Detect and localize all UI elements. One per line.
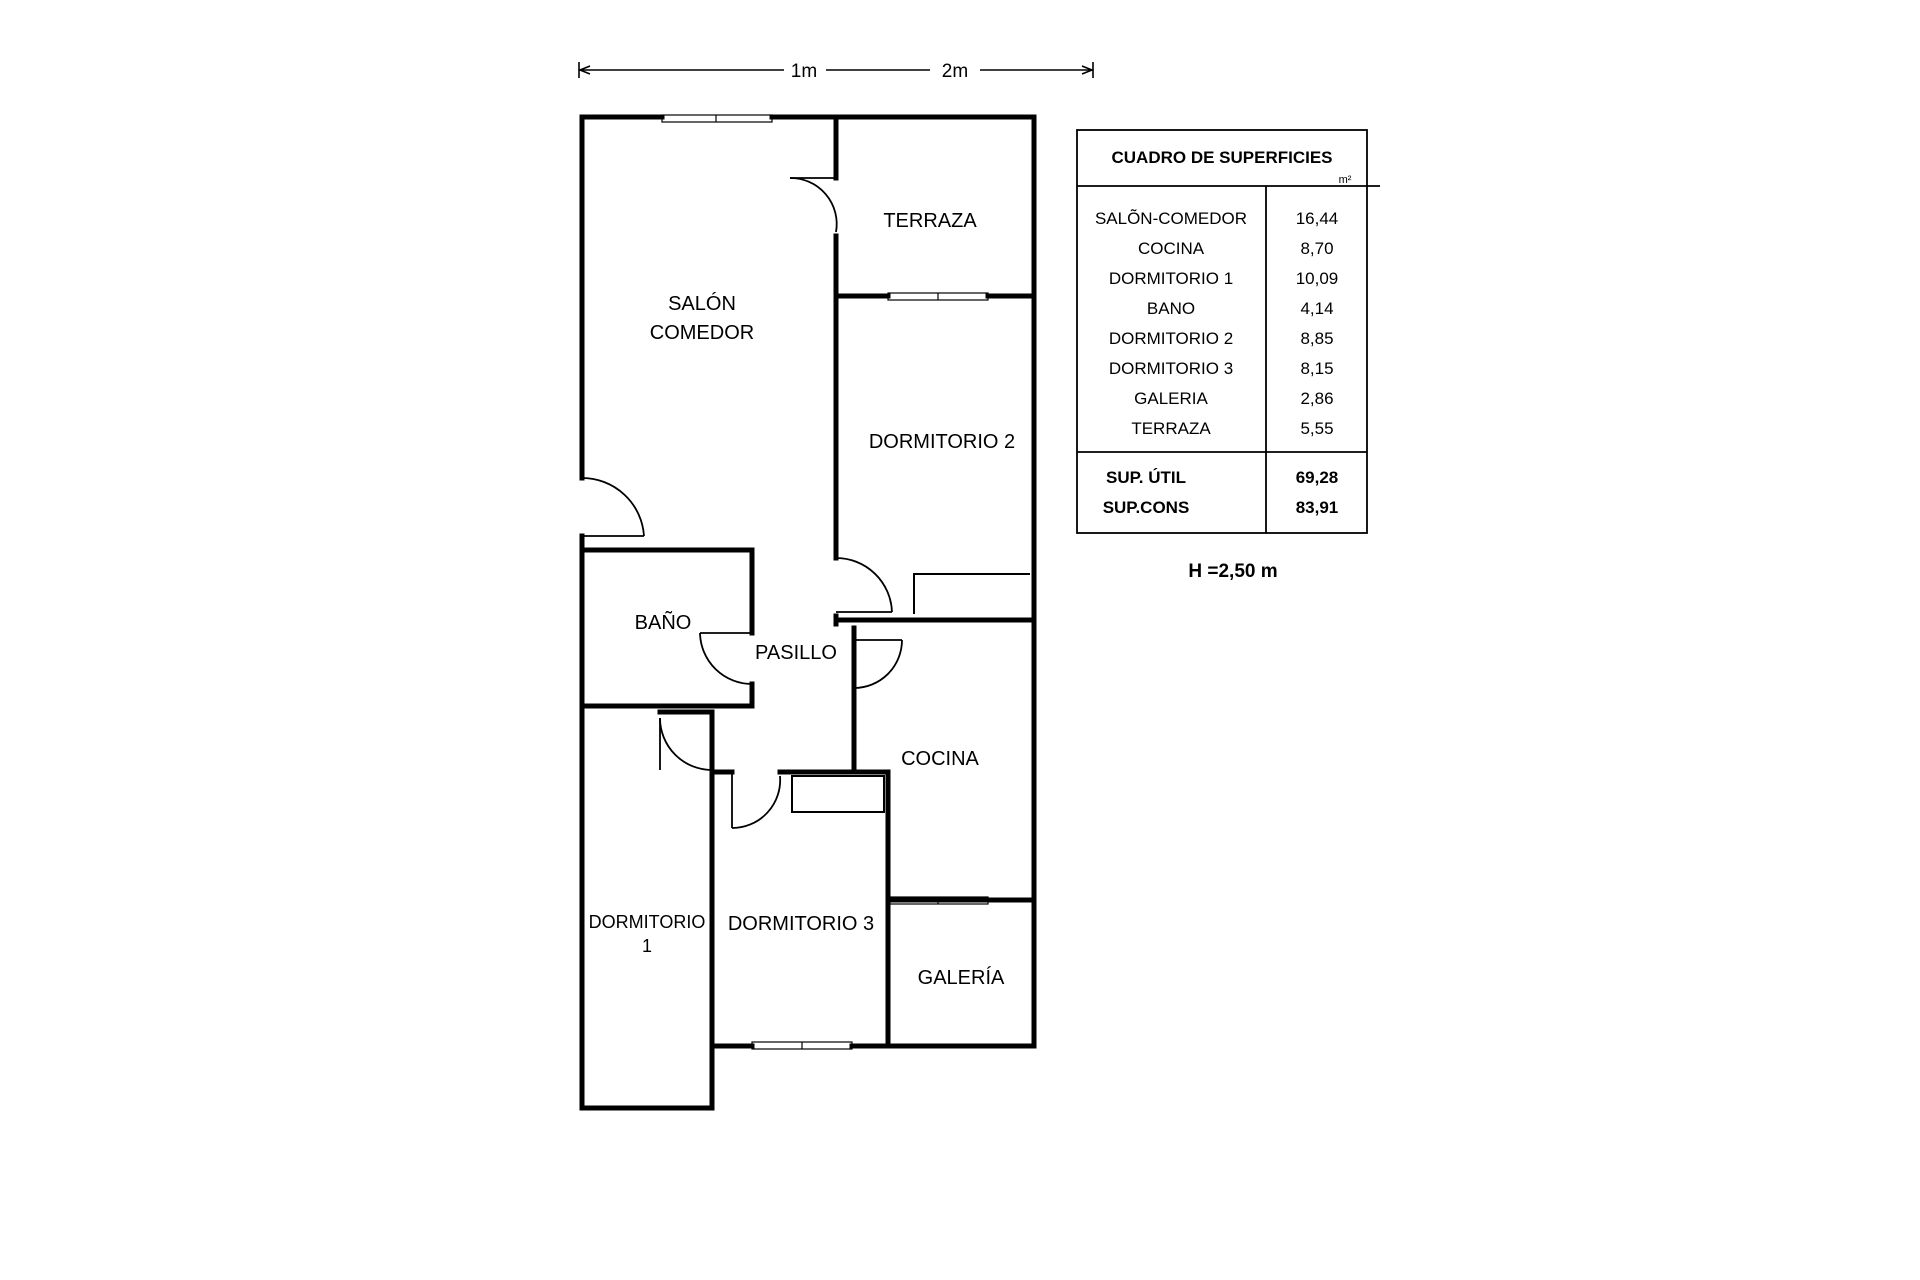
room-label-dormitorio3: DORMITORIO 3 — [728, 913, 874, 935]
scale-bar — [577, 62, 1095, 78]
door-dormitorio3 — [731, 772, 782, 829]
door-entrance — [581, 477, 645, 537]
counters — [791, 573, 1030, 813]
scale-label-1m: 1m — [791, 61, 817, 82]
surface-row-name: TERRAZA — [1131, 419, 1211, 438]
room-label-galeria: GALERÍA — [918, 966, 1005, 989]
surface-row-name: DORMITORIO 2 — [1109, 329, 1233, 348]
surface-row-value: 2,86 — [1300, 389, 1333, 408]
surface-row-value: 8,70 — [1300, 239, 1333, 258]
room-label-bano: BAÑO — [635, 610, 692, 634]
room-label-pasillo: PASILLO — [755, 642, 837, 664]
surface-total-util-label: SUP. ÚTIL — [1106, 468, 1186, 487]
surface-table-title: CUADRO DE SUPERFICIES — [1111, 148, 1332, 167]
surface-row-value: 4,14 — [1300, 299, 1333, 318]
scale-label-2m: 2m — [942, 61, 968, 82]
surface-total-util-value: 69,28 — [1296, 468, 1339, 487]
surface-row-name: GALERIA — [1134, 389, 1208, 408]
ceiling-height-label: H =2,50 m — [1188, 561, 1277, 582]
room-label-terraza: TERRAZA — [883, 210, 977, 232]
room-label-dormitorio1-number: 1 — [642, 936, 652, 956]
surface-row-name: DORMITORIO 3 — [1109, 359, 1233, 378]
surface-row-value: 8,15 — [1300, 359, 1333, 378]
room-label-cocina: COCINA — [901, 748, 979, 770]
surface-table-unit: m² — [1339, 174, 1352, 186]
surface-row-name: COCINA — [1138, 239, 1205, 258]
surface-row-value: 16,44 — [1296, 209, 1339, 228]
surface-row-value: 8,85 — [1300, 329, 1333, 348]
door-dormitorio2 — [835, 557, 893, 613]
room-label-dormitorio2: DORMITORIO 2 — [869, 431, 1015, 453]
window-salon — [661, 114, 773, 123]
surface-row-value: 5,55 — [1300, 419, 1333, 438]
surface-row-name: DORMITORIO 1 — [1109, 269, 1233, 288]
room-label-salon: SALÓN — [668, 292, 736, 315]
door-cocina — [853, 639, 903, 689]
doors — [581, 177, 903, 829]
surface-table: CUADRO DE SUPERFICIES m² SALÕN-COMEDOR 1… — [1076, 129, 1380, 534]
surface-row-name: SALÕN-COMEDOR — [1095, 209, 1247, 228]
room-label-dormitorio1: DORMITORIO — [589, 912, 706, 932]
surface-row-value: 10,09 — [1296, 269, 1339, 288]
surface-row-name: BANO — [1147, 299, 1195, 318]
door-salon-terraza — [789, 177, 838, 233]
room-label-comedor: COMEDOR — [650, 322, 754, 344]
walls — [579, 114, 1037, 1111]
surface-total-cons-label: SUP.CONS — [1103, 498, 1190, 517]
door-bano — [699, 632, 753, 685]
door-dormitorio1 — [659, 717, 713, 771]
surface-total-cons-value: 83,91 — [1296, 498, 1339, 517]
